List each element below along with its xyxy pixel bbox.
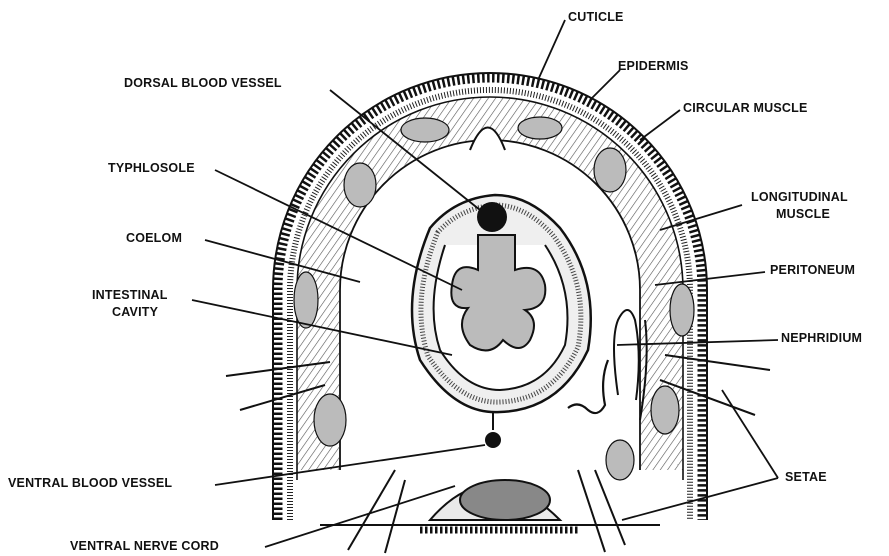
label-coelom: COELOM (126, 231, 182, 246)
ventral-base (262, 480, 718, 556)
label-intestinal-cavity-line2: CAVITY (112, 305, 158, 320)
label-epidermis: EPIDERMIS (618, 59, 689, 74)
label-longitudinal-muscle-line1: LONGITUDINAL (751, 190, 848, 205)
label-nephridium: NEPHRIDIUM (781, 331, 862, 346)
label-dorsal-blood-vessel: DORSAL BLOOD VESSEL (124, 76, 282, 91)
label-peritoneum: PERITONEUM (770, 263, 855, 278)
ventral-blood-vessel-shape (485, 432, 501, 448)
label-ventral-nerve-cord: VENTRAL NERVE CORD (70, 539, 219, 554)
label-circular-muscle: CIRCULAR MUSCLE (683, 101, 808, 116)
label-typhlosole: TYPHLOSOLE (108, 161, 195, 176)
dorsal-blood-vessel-shape (477, 202, 507, 232)
intestine (412, 195, 591, 448)
label-cuticle: CUTICLE (568, 10, 624, 25)
label-intestinal-cavity-line1: INTESTINAL (92, 288, 168, 303)
label-setae: SETAE (785, 470, 827, 485)
label-ventral-blood-vessel: VENTRAL BLOOD VESSEL (8, 476, 172, 491)
label-longitudinal-muscle-line2: MUSCLE (776, 207, 830, 222)
ventral-nerve-cord-shape (460, 480, 550, 520)
